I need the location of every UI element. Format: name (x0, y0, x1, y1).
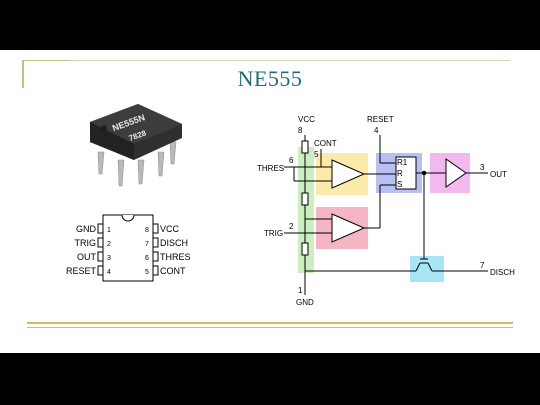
discharge-transistor-bg (410, 256, 444, 282)
out-label: OUT (490, 170, 507, 179)
slide-title: NE555 (237, 66, 303, 91)
vcc-pin: 8 (298, 126, 303, 135)
pin-label-disch: DISCH (160, 238, 188, 248)
chip-photo: NE555N 7828 (78, 94, 186, 192)
pin-number-3: 3 (107, 255, 111, 262)
trig-pin: 2 (289, 222, 294, 231)
disch-label: DISCH (490, 268, 515, 277)
pinout-notch (121, 214, 135, 222)
pin-label-thres: THRES (160, 252, 191, 262)
bottom-rule (27, 322, 513, 324)
pin-number-6: 6 (145, 255, 149, 262)
bottom-rule-thin (27, 327, 513, 328)
pin-label-reset: RESET (66, 266, 97, 276)
cont-pin: 5 (314, 150, 319, 159)
thres-label: THRES (257, 164, 284, 173)
ff-s-label: S (397, 180, 402, 189)
gnd-label: GND (296, 298, 314, 307)
block-schematic: VCC 8 CONT 5 RESET 4 THRES 6 TRIG 2 R1 R… (254, 113, 522, 309)
corner-decoration (22, 60, 24, 88)
top-divider (70, 60, 510, 61)
pin-label-vcc: VCC (160, 224, 180, 234)
reset-label: RESET (367, 115, 394, 124)
pin-number-7: 7 (145, 241, 149, 248)
ff-r1-label: R1 (397, 158, 408, 167)
pin-number-1: 1 (107, 227, 111, 234)
cont-label: CONT (314, 139, 337, 148)
pinout-diagram: GND TRIG OUT RESET 1 2 3 4 8 7 6 5 VCC D… (59, 211, 198, 297)
pin-label-gnd: GND (76, 224, 97, 234)
disch-pin: 7 (480, 261, 485, 270)
thres-pin: 6 (289, 156, 294, 165)
gnd-pin: 1 (298, 286, 303, 295)
pin-number-2: 2 (107, 241, 111, 248)
divider-band (298, 147, 314, 273)
pin-label-out: OUT (77, 252, 97, 262)
pin-label-cont: CONT (160, 266, 186, 276)
out-pin: 3 (480, 163, 485, 172)
slide: NE555 NE555N 7828 (0, 50, 540, 353)
ff-r-label: R (397, 169, 403, 178)
trig-label: TRIG (264, 229, 283, 238)
pin-number-8: 8 (145, 227, 149, 234)
vcc-label: VCC (298, 115, 315, 124)
pin1-dot (101, 125, 107, 131)
pin-number-4: 4 (107, 269, 111, 276)
reset-pin: 4 (374, 126, 379, 135)
corner-decoration-top (22, 60, 70, 61)
pin-number-5: 5 (145, 269, 149, 276)
pin-label-trig: TRIG (75, 238, 97, 248)
pinout-body (102, 214, 154, 282)
